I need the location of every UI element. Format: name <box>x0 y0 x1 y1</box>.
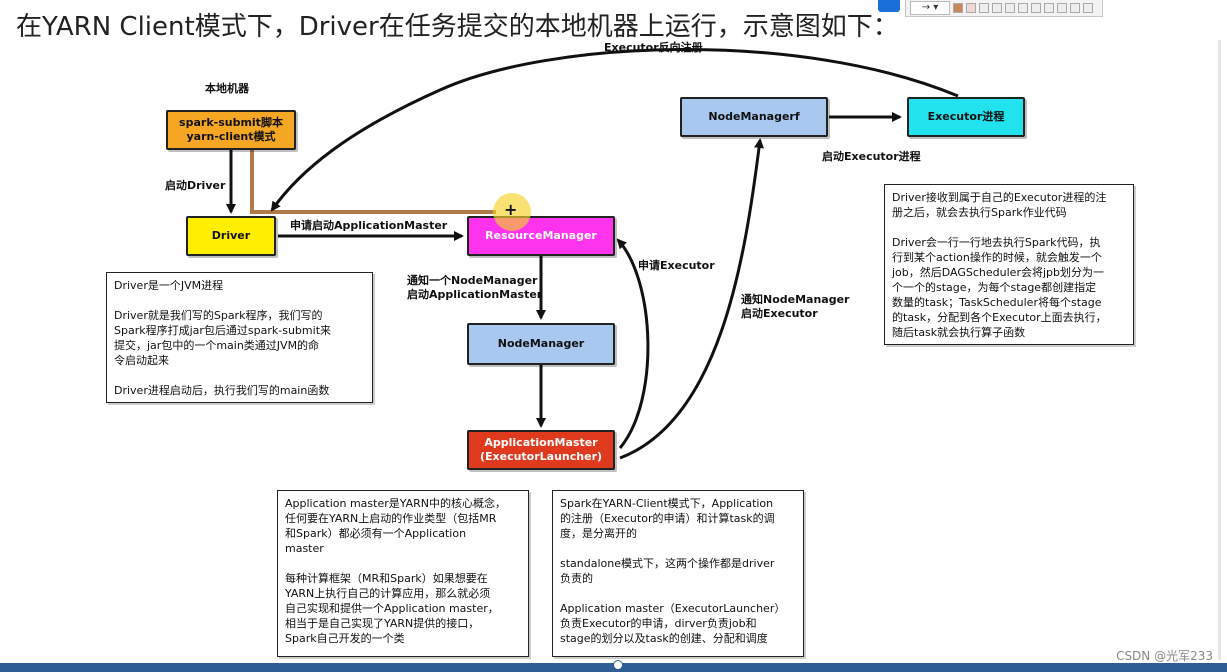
driver-note: Driver是一个JVM进程 Driver就是我们写的Spark程序，我们写的 … <box>106 272 373 403</box>
color-swatch[interactable] <box>1005 3 1015 13</box>
label-request-executor: 申请Executor <box>638 259 715 272</box>
am-note-line-2: 每种计算框架（MR和Spark）如果想要在 YARN上执行自己的计算应用，那么就… <box>285 572 499 645</box>
label-notify-nm-executor: 通知NodeManager 启动Executor <box>741 293 850 320</box>
driver-note-line-2: Driver就是我们写的Spark程序，我们写的 Spark程序打成jar包后通… <box>114 309 332 367</box>
color-swatch[interactable] <box>966 3 976 13</box>
color-swatch[interactable] <box>1031 3 1041 13</box>
yarn-client-note: Spark在YARN-Client模式下，Application 的注册（Exe… <box>552 490 804 657</box>
resource-manager-text: ResourceManager <box>485 229 597 242</box>
spark-submit-text: spark-submit脚本 yarn-client模式 <box>179 116 283 143</box>
node-manager-f-text: NodeManagerf <box>708 110 800 123</box>
executor-text: Executor进程 <box>927 110 1005 123</box>
driver-node: Driver <box>186 216 276 256</box>
executor-node: Executor进程 <box>907 97 1025 137</box>
vertical-scrollbar[interactable] <box>1218 40 1221 660</box>
edge-submit-to-rm <box>250 150 496 214</box>
executor-note-line-1: Driver接收到属于自己的Executor进程的注 册之后，就会去执行Spar… <box>892 191 1107 219</box>
progress-handle[interactable] <box>613 660 623 670</box>
color-swatch[interactable] <box>953 3 963 13</box>
label-start-executor: 启动Executor进程 <box>822 150 921 163</box>
edge-am-to-rm <box>616 238 650 449</box>
mouse-cursor-highlight <box>493 193 531 231</box>
label-request-am: 申请启动ApplicationMaster <box>290 219 448 232</box>
color-swatch[interactable] <box>992 3 1002 13</box>
color-swatch[interactable] <box>979 3 989 13</box>
driver-note-line-1: Driver是一个JVM进程 <box>114 279 224 292</box>
driver-note-line-3: Driver进程启动后，执行我们写的main函数 <box>114 384 330 397</box>
am-note-line-1: Application master是YARN中的核心概念， 任何要在YARN上… <box>285 497 507 555</box>
edge-executor-to-driver <box>270 48 959 212</box>
color-swatch[interactable] <box>1057 3 1067 13</box>
executor-note-line-2: Driver会一行一行地去执行Spark代码，执 行到某个action操作的时候… <box>892 236 1107 339</box>
node-manager-node: NodeManager <box>467 323 615 365</box>
application-master-node: ApplicationMaster (ExecutorLauncher) <box>467 430 615 470</box>
client-note-line-1: Spark在YARN-Client模式下，Application 的注册（Exe… <box>560 497 775 540</box>
arrow-style-button[interactable]: → ▾ <box>910 1 950 15</box>
color-swatch[interactable] <box>1070 3 1080 13</box>
edge-am-to-nmf <box>619 138 764 460</box>
client-note-line-2: standalone模式下，这两个操作都是driver 负责的 <box>560 557 775 585</box>
drawing-toolbar: → ▾ <box>905 0 1103 17</box>
toolbar-accent <box>878 0 900 12</box>
label-notify-nm-am: 通知一个NodeManager 启动ApplicationMaster <box>407 274 543 301</box>
color-swatch[interactable] <box>1018 3 1028 13</box>
color-swatch[interactable] <box>1083 3 1093 13</box>
executor-note: Driver接收到属于自己的Executor进程的注 册之后，就会去执行Spar… <box>884 184 1134 345</box>
client-note-line-3: Application master（ExecutorLauncher） 负责E… <box>560 602 786 645</box>
page-heading: 在YARN Client模式下，Driver在任务提交的本地机器上运行，示意图如… <box>16 12 899 42</box>
label-executor-register: Executor反向注册 <box>604 41 703 54</box>
application-master-text: ApplicationMaster (ExecutorLauncher) <box>479 436 603 463</box>
color-swatch[interactable] <box>1044 3 1054 13</box>
label-start-driver: 启动Driver <box>165 179 226 192</box>
node-manager-f-node: NodeManagerf <box>680 97 828 137</box>
local-machine-label: 本地机器 <box>205 82 249 95</box>
spark-submit-node: spark-submit脚本 yarn-client模式 <box>166 110 296 150</box>
watermark: CSDN @光军233 <box>1116 649 1213 663</box>
node-manager-text: NodeManager <box>497 337 585 350</box>
driver-text: Driver <box>211 229 251 242</box>
crosshair-icon: + <box>504 200 518 219</box>
application-master-note: Application master是YARN中的核心概念， 任何要在YARN上… <box>277 490 529 657</box>
resource-manager-node: ResourceManager <box>467 216 615 256</box>
